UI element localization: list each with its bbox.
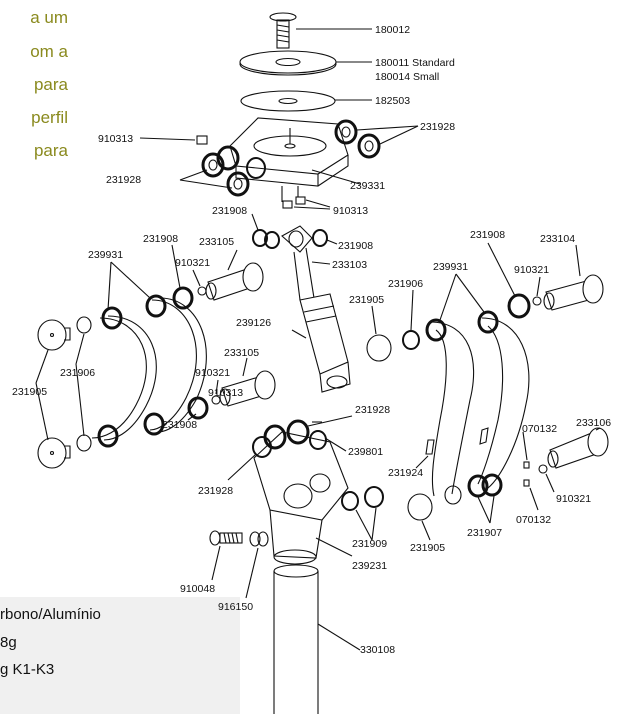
label-231928-lower: 231928 — [198, 485, 233, 497]
label-231907: 231907 — [467, 527, 502, 539]
label-180014: 180014 Small — [375, 71, 439, 83]
label-233104: 233104 — [540, 233, 575, 245]
label-233105-lower: 233105 — [224, 347, 259, 359]
link-233103 — [281, 225, 331, 301]
label-239331: 239331 — [350, 180, 385, 192]
side-text-line-3: para — [33, 75, 68, 94]
spec-compat: g K1-K3 — [0, 661, 55, 678]
pin-231924 — [415, 427, 489, 469]
label-070132-top: 070132 — [522, 423, 557, 435]
damper-239126 — [291, 293, 351, 393]
label-239931-right: 239931 — [433, 261, 468, 273]
label-231909: 231909 — [352, 538, 387, 550]
pin-233106 — [547, 427, 609, 469]
washer-set-231928-left — [179, 145, 266, 197]
label-233106: 233106 — [576, 417, 611, 429]
nut-910321-left — [192, 269, 221, 405]
specs-panel — [0, 597, 240, 714]
label-916150: 916150 — [218, 601, 253, 613]
washer-set-231928-right — [334, 119, 419, 159]
label-231908-center: 231908 — [338, 240, 373, 252]
nut-910321-right — [532, 276, 542, 306]
label-231908-left-top: 231908 — [143, 233, 178, 245]
part-labels: 180012 180011 Standard 180014 Small 1825… — [12, 24, 611, 656]
washer-182503 — [240, 90, 372, 112]
nut-910321-lower-right — [538, 464, 555, 493]
label-180012: 180012 — [375, 24, 410, 36]
label-910321-left-top: 910321 — [175, 257, 210, 269]
tube-330108 — [273, 564, 361, 714]
cap-231905-left — [35, 319, 71, 469]
screw-180012 — [269, 12, 372, 49]
washer-231908-center — [251, 213, 338, 249]
label-910313-top: 910313 — [98, 133, 133, 145]
label-231908-right: 231908 — [470, 229, 505, 241]
label-910321-right: 910321 — [514, 264, 549, 276]
washer-231906-left — [75, 316, 92, 452]
label-231906-right: 231906 — [388, 278, 423, 290]
label-330108: 330108 — [360, 644, 395, 656]
label-231908-top: 231908 — [212, 205, 247, 217]
side-text-line-5: para — [33, 141, 68, 160]
pin-233105-lower — [219, 357, 276, 407]
washer-231908-left — [171, 244, 209, 421]
spec-material: rbono/Alumínio — [0, 606, 101, 623]
washer-set-239801 — [263, 415, 353, 452]
label-070132-lower: 070132 — [516, 514, 551, 526]
label-239126: 239126 — [236, 317, 271, 329]
washer-231928-lower — [227, 436, 272, 481]
label-231928-left: 231928 — [106, 174, 141, 186]
washer-set-231909 — [341, 486, 384, 541]
label-231906-left: 231906 — [60, 367, 95, 379]
washer-231906-right — [402, 289, 420, 350]
link-239931-right — [425, 273, 530, 497]
setscrew-910313-top — [139, 135, 208, 145]
side-text-line-2: om a — [30, 42, 68, 61]
washer-231908-right — [487, 242, 531, 319]
label-231905-right-upper: 231905 — [349, 294, 384, 306]
pin-233104 — [543, 244, 604, 311]
cap-231905-right-lower — [407, 493, 433, 541]
label-910321-left-lower: 910321 — [195, 367, 230, 379]
label-239801: 239801 — [348, 446, 383, 458]
setscrew-910313-pair — [282, 196, 331, 210]
label-910313-center: 910313 — [208, 387, 243, 399]
clamp-239231 — [253, 431, 353, 565]
label-231908-left-lower: 231908 — [162, 419, 197, 431]
side-text-line-1: a um — [30, 8, 68, 27]
washer-916150 — [245, 531, 269, 599]
label-231928-right: 231928 — [420, 121, 455, 133]
bushing-070132 — [522, 431, 539, 511]
label-910048: 910048 — [180, 583, 215, 595]
washer-set-231907 — [444, 473, 503, 524]
label-180011: 180011 Standard — [375, 57, 455, 69]
washer-180011 — [239, 50, 372, 76]
pin-233105-upper — [205, 249, 264, 301]
label-182503: 182503 — [375, 95, 410, 107]
cap-231905-right-upper — [366, 305, 392, 362]
label-239931-left: 239931 — [88, 249, 123, 261]
label-231928-center: 231928 — [355, 404, 390, 416]
label-910321-lower-right: 910321 — [556, 493, 591, 505]
label-231924: 231924 — [388, 467, 423, 479]
label-910313-pair: 910313 — [333, 205, 368, 217]
label-231905-right-lower: 231905 — [410, 542, 445, 554]
bolt-910048 — [209, 530, 243, 581]
label-233105-top: 233105 — [199, 236, 234, 248]
side-text-line-4: perfil — [31, 108, 68, 127]
spec-weight: 8g — [0, 634, 17, 651]
label-239231: 239231 — [352, 560, 387, 572]
label-233103: 233103 — [332, 259, 367, 271]
label-231905-left: 231905 — [12, 386, 47, 398]
